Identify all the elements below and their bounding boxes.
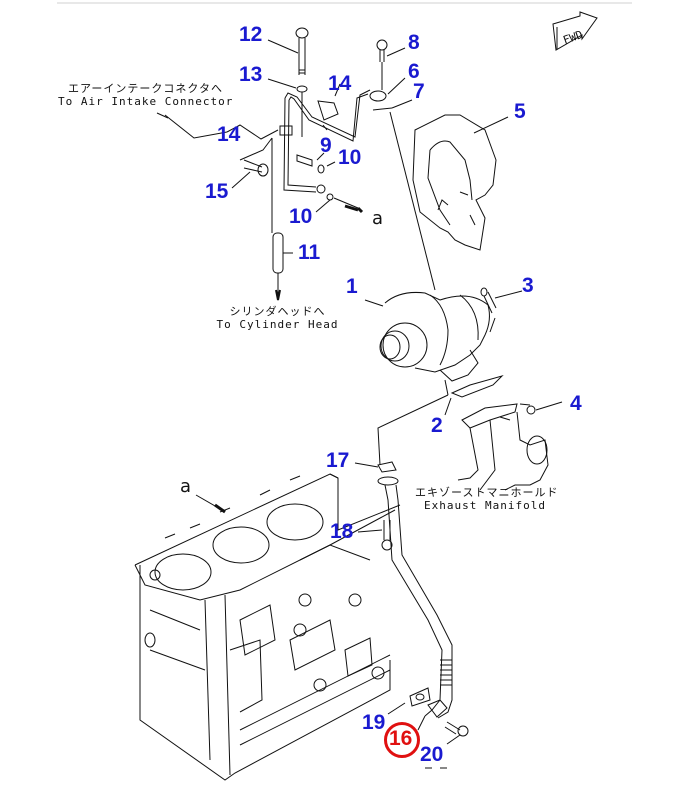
bolt-3 <box>480 287 523 333</box>
part-label-12[interactable]: 12 <box>239 23 263 46</box>
caption-air-intake-en: To Air Intake Connector <box>58 95 234 108</box>
part-label-1[interactable]: 1 <box>346 275 358 298</box>
fwd-arrow-icon <box>552 11 598 51</box>
part-label-10-lower[interactable]: 10 <box>289 205 313 228</box>
caption-exhaust-manifold-en: Exhaust Manifold <box>424 499 546 512</box>
reference-arrow-a-lower <box>195 494 226 514</box>
exhaust-manifold <box>457 401 563 491</box>
gasket-17 <box>354 461 399 486</box>
caption-cylinder-head-en: To Cylinder Head <box>216 318 339 331</box>
bolt-8-flange <box>369 39 436 291</box>
highlight-circle <box>384 722 420 758</box>
part-label-14-left[interactable]: 14 <box>217 123 241 146</box>
oil-pipe-upper <box>156 83 371 193</box>
bolt-18 <box>357 520 393 551</box>
reference-mark-a-lower: a <box>180 476 192 497</box>
top-border-line <box>57 2 632 4</box>
part-label-4[interactable]: 4 <box>570 392 582 415</box>
caption-air-intake-jp: エアーインテークコネクタへ <box>68 82 223 95</box>
part-label-8[interactable]: 8 <box>408 31 420 54</box>
caption-exhaust-manifold: エキゾーストマニホールド Exhaust Manifold <box>415 486 559 512</box>
part-label-3[interactable]: 3 <box>522 274 534 297</box>
turbocharger-1 <box>364 292 490 396</box>
heat-shield-5 <box>412 114 509 251</box>
part-label-16-highlighted[interactable]: 16 <box>389 727 413 750</box>
gasket-19 <box>387 687 431 715</box>
part-label-2[interactable]: 2 <box>431 414 443 437</box>
part-label-17[interactable]: 17 <box>326 449 350 472</box>
part-label-19[interactable]: 19 <box>362 711 386 734</box>
part-label-7[interactable]: 7 <box>413 80 425 103</box>
fwd-text: FWD <box>561 28 584 47</box>
part-label-13[interactable]: 13 <box>239 63 263 86</box>
cylinder-block <box>134 473 401 781</box>
part-label-18[interactable]: 18 <box>330 520 354 543</box>
fittings-9-10 <box>296 152 364 214</box>
caption-cylinder-head-jp: シリンダヘッドへ <box>229 305 326 318</box>
washer-13 <box>267 78 308 137</box>
part-label-11[interactable]: 11 <box>298 241 321 264</box>
bolt-12 <box>267 27 309 75</box>
part-label-10-upper[interactable]: 10 <box>338 146 362 169</box>
caption-air-intake: エアーインテークコネクタへ To Air Intake Connector <box>58 82 233 108</box>
reference-mark-a-upper: a <box>372 208 384 229</box>
bolt-20 <box>425 721 469 769</box>
part-label-15[interactable]: 15 <box>205 180 229 203</box>
part-label-6[interactable]: 6 <box>408 60 420 83</box>
hose-11 <box>271 138 293 301</box>
part-label-9[interactable]: 9 <box>320 134 332 157</box>
gasket-2 <box>377 375 504 466</box>
part-label-5[interactable]: 5 <box>514 100 526 123</box>
part-label-14-upper[interactable]: 14 <box>328 72 352 95</box>
bolt-15 <box>231 159 269 189</box>
reference-arrow-a-upper <box>344 204 359 212</box>
part-label-20[interactable]: 20 <box>420 743 444 766</box>
caption-cylinder-head: シリンダヘッドへ To Cylinder Head <box>210 305 345 331</box>
caption-exhaust-manifold-jp: エキゾーストマニホールド <box>415 486 559 499</box>
oil-return-pipe-16 <box>384 484 453 731</box>
